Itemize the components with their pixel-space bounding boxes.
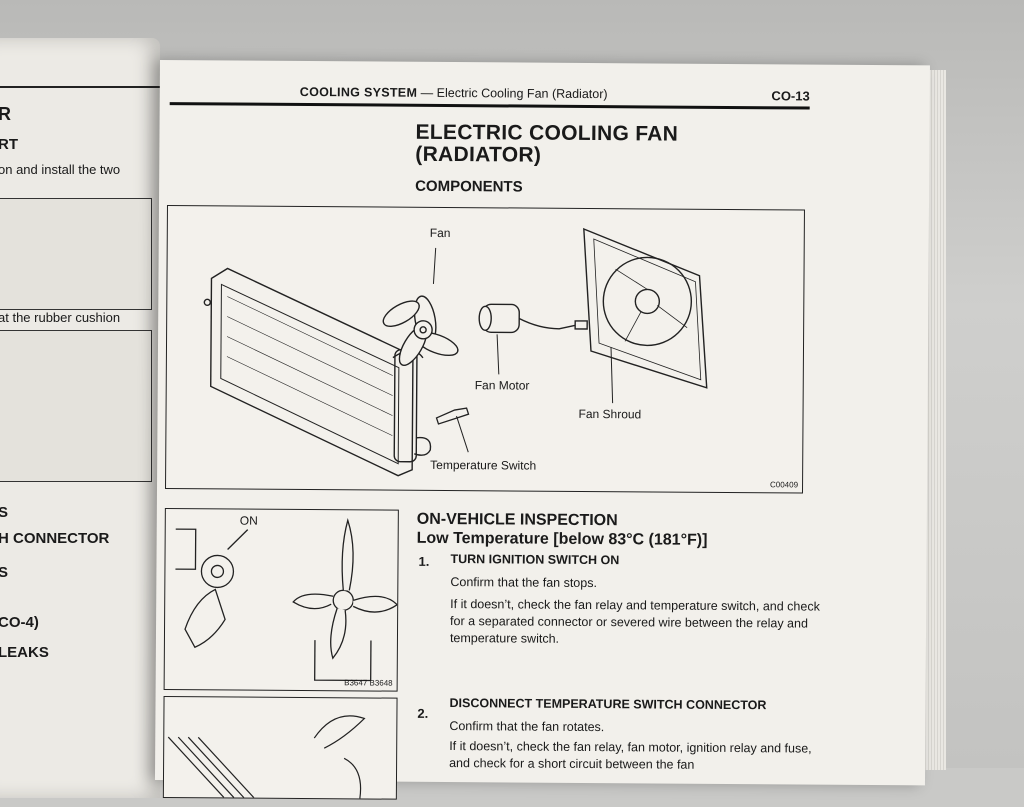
fan-motor-drawing	[478, 303, 588, 334]
step-paragraph: If it doesn’t, check the fan relay, fan …	[449, 739, 812, 772]
components-figure: Fan Fan Motor Fan Shroud Temperature Swi…	[165, 205, 805, 494]
step-paragraph: If it doesn’t, check the fan relay and t…	[449, 597, 820, 646]
page-number: CO-13	[771, 88, 810, 104]
left-fragment: R	[0, 104, 11, 124]
left-fragment: LEAKS	[0, 644, 49, 661]
left-fragment: CO-4)	[0, 614, 39, 631]
left-figure	[0, 330, 152, 482]
page-title: ELECTRIC COOLING FAN (RADIATOR)	[415, 120, 679, 168]
label-fan: Fan	[429, 225, 451, 241]
header-subsection: Electric Cooling Fan (Radiator)	[436, 85, 608, 102]
left-fragment: H CONNECTOR	[0, 530, 110, 547]
left-fragment: S	[0, 504, 9, 521]
figure-code: C00409	[769, 480, 799, 490]
temp-switch-drawing	[435, 407, 470, 425]
step-title: TURN IGNITION SWITCH ON	[450, 552, 620, 568]
radiator-drawing	[203, 267, 432, 477]
step-number: 2.	[417, 705, 429, 721]
ignition-fan-figure: ON B3647 B3648	[163, 508, 399, 692]
left-figure	[0, 198, 152, 310]
right-page: COOLING SYSTEM — Electric Cooling Fan (R…	[154, 60, 930, 800]
ignition-fan-drawing	[175, 518, 399, 682]
step-title: DISCONNECT TEMPERATURE SWITCH CONNECTOR	[449, 696, 767, 713]
components-drawing	[203, 227, 708, 477]
label-temperature-switch: Temperature Switch	[430, 457, 537, 473]
label-fan-motor: Fan Motor	[474, 378, 530, 393]
left-fragment: at the rubber cushion	[0, 310, 121, 325]
inspection-title: ON-VEHICLE INSPECTION	[416, 510, 618, 530]
left-page: R RT on and install the two at the rubbe…	[0, 38, 160, 798]
figure-codes: B3647 B3648	[344, 678, 393, 688]
connector-fan-figure	[162, 696, 398, 800]
fan-shroud-drawing	[583, 227, 708, 389]
page-header: COOLING SYSTEM — Electric Cooling Fan (R…	[300, 85, 608, 101]
components-heading: COMPONENTS	[415, 177, 523, 196]
inspection-heading: ON-VEHICLE INSPECTION Low Temperature [b…	[417, 510, 708, 550]
title-line: ELECTRIC COOLING FAN	[415, 120, 679, 146]
on-label: ON	[239, 513, 258, 528]
left-fragment: on and install the two	[0, 162, 121, 177]
inspection-subtitle: Low Temperature [below 83°C (181°F)]	[416, 529, 708, 549]
fan-drawing	[382, 295, 459, 366]
header-rule	[169, 102, 810, 110]
step-paragraph: Confirm that the fan stops.	[450, 575, 598, 591]
title-line: (RADIATOR)	[415, 142, 542, 167]
header-dash: —	[420, 85, 434, 100]
left-page-rule	[0, 86, 160, 88]
step-number: 1.	[418, 553, 430, 569]
label-fan-shroud: Fan Shroud	[578, 406, 642, 422]
left-fragment: S	[0, 564, 9, 581]
connector-fan-drawing	[167, 715, 366, 799]
step-paragraph: Confirm that the fan rotates.	[449, 719, 605, 735]
left-fragment: RT	[0, 136, 18, 153]
header-section: COOLING SYSTEM	[299, 84, 418, 100]
